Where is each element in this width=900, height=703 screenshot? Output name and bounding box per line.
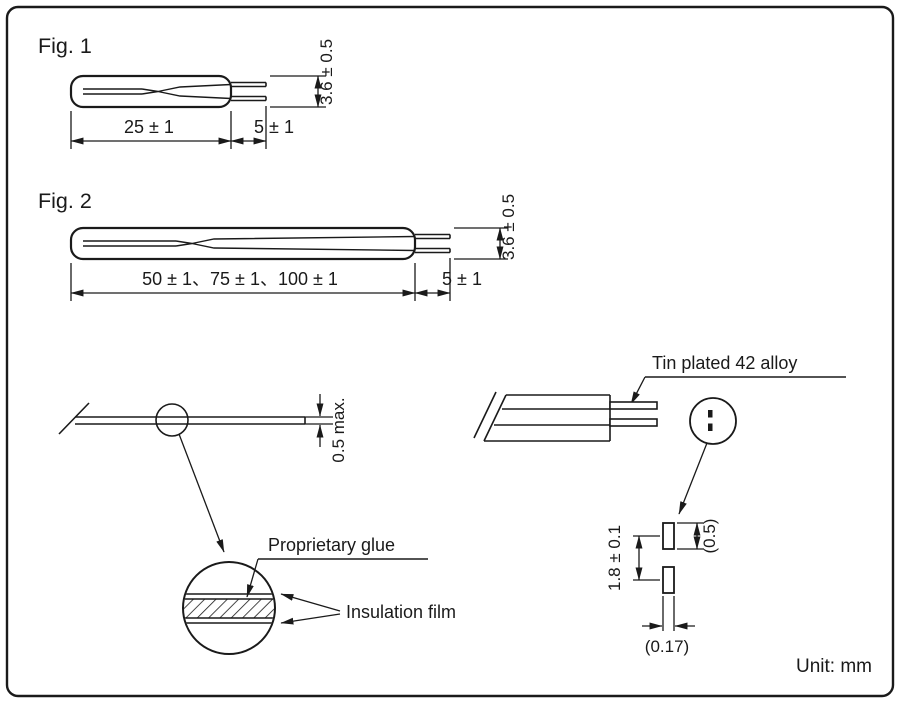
- detail-marker-circle: [155, 403, 189, 437]
- fig1-dimension-lines: [70, 75, 326, 149]
- film-leader-top: [280, 593, 341, 612]
- alloy-leader-line: [630, 376, 646, 405]
- detail-leader-line: [178, 433, 225, 553]
- pitch-dim: 1.8 ± 0.1: [605, 525, 624, 591]
- fig2-leads: [415, 233, 451, 254]
- fig1-lead-length-dim: 5 ± 1: [254, 117, 294, 137]
- fig2-dimension-lines: [70, 227, 508, 301]
- detail-circle: [182, 561, 276, 655]
- fig1-leads: [231, 81, 267, 102]
- fig2: Fig. 2 50 ± 1、75 ±: [38, 189, 518, 301]
- thickness-dim: 0.5 max.: [329, 397, 348, 462]
- fig2-length-dim: 50 ± 1、75 ± 1、100 ± 1: [142, 269, 338, 289]
- glue-leader-line: [246, 558, 259, 598]
- lead-dot-bottom: [708, 423, 713, 431]
- layer-stack: [184, 593, 274, 624]
- glue-hatch-band: [184, 599, 274, 618]
- glue-label: Proprietary glue: [268, 535, 395, 555]
- detail-circle-view: Proprietary glue Insulation film: [182, 535, 456, 655]
- side-view: 0.5 max.: [58, 394, 348, 553]
- fig1-sensor-body: [69, 74, 267, 109]
- lead-dimension-lines: [633, 522, 703, 631]
- thickness-dimension-lines: [305, 394, 333, 447]
- side-strip: [58, 402, 306, 437]
- film-label: Insulation film: [346, 602, 456, 622]
- lead-detail-view: Tin plated 42 alloy: [473, 353, 846, 656]
- fig1-width-dim: 3.6 ± 0.5: [317, 39, 336, 105]
- cross-section-leader: [678, 442, 708, 515]
- fig1-title: Fig. 1: [38, 34, 92, 58]
- fig2-title: Fig. 2: [38, 189, 92, 213]
- alloy-label: Tin plated 42 alloy: [652, 353, 797, 373]
- fig2-lead-length-dim: 5 ± 1: [442, 269, 482, 289]
- fig2-sensor-body: [69, 226, 451, 261]
- lead-width-dim: (0.5): [700, 519, 719, 554]
- page-border: [5, 5, 895, 698]
- lead-dot-top: [708, 410, 713, 418]
- fig2-width-dim: 3.6 ± 0.5: [499, 194, 518, 260]
- film-leader-bottom: [280, 613, 341, 625]
- unit-label: Unit: mm: [796, 656, 872, 677]
- fig1: Fig. 1 25 ± 1 5: [38, 34, 336, 149]
- cable-end-drawing: [473, 391, 658, 442]
- lead-cross-section-circle: [689, 397, 737, 445]
- fig1-length-dim: 25 ± 1: [124, 117, 174, 137]
- lead-thickness-dim: (0.17): [645, 637, 689, 656]
- enlarged-lead-sections: [662, 522, 675, 594]
